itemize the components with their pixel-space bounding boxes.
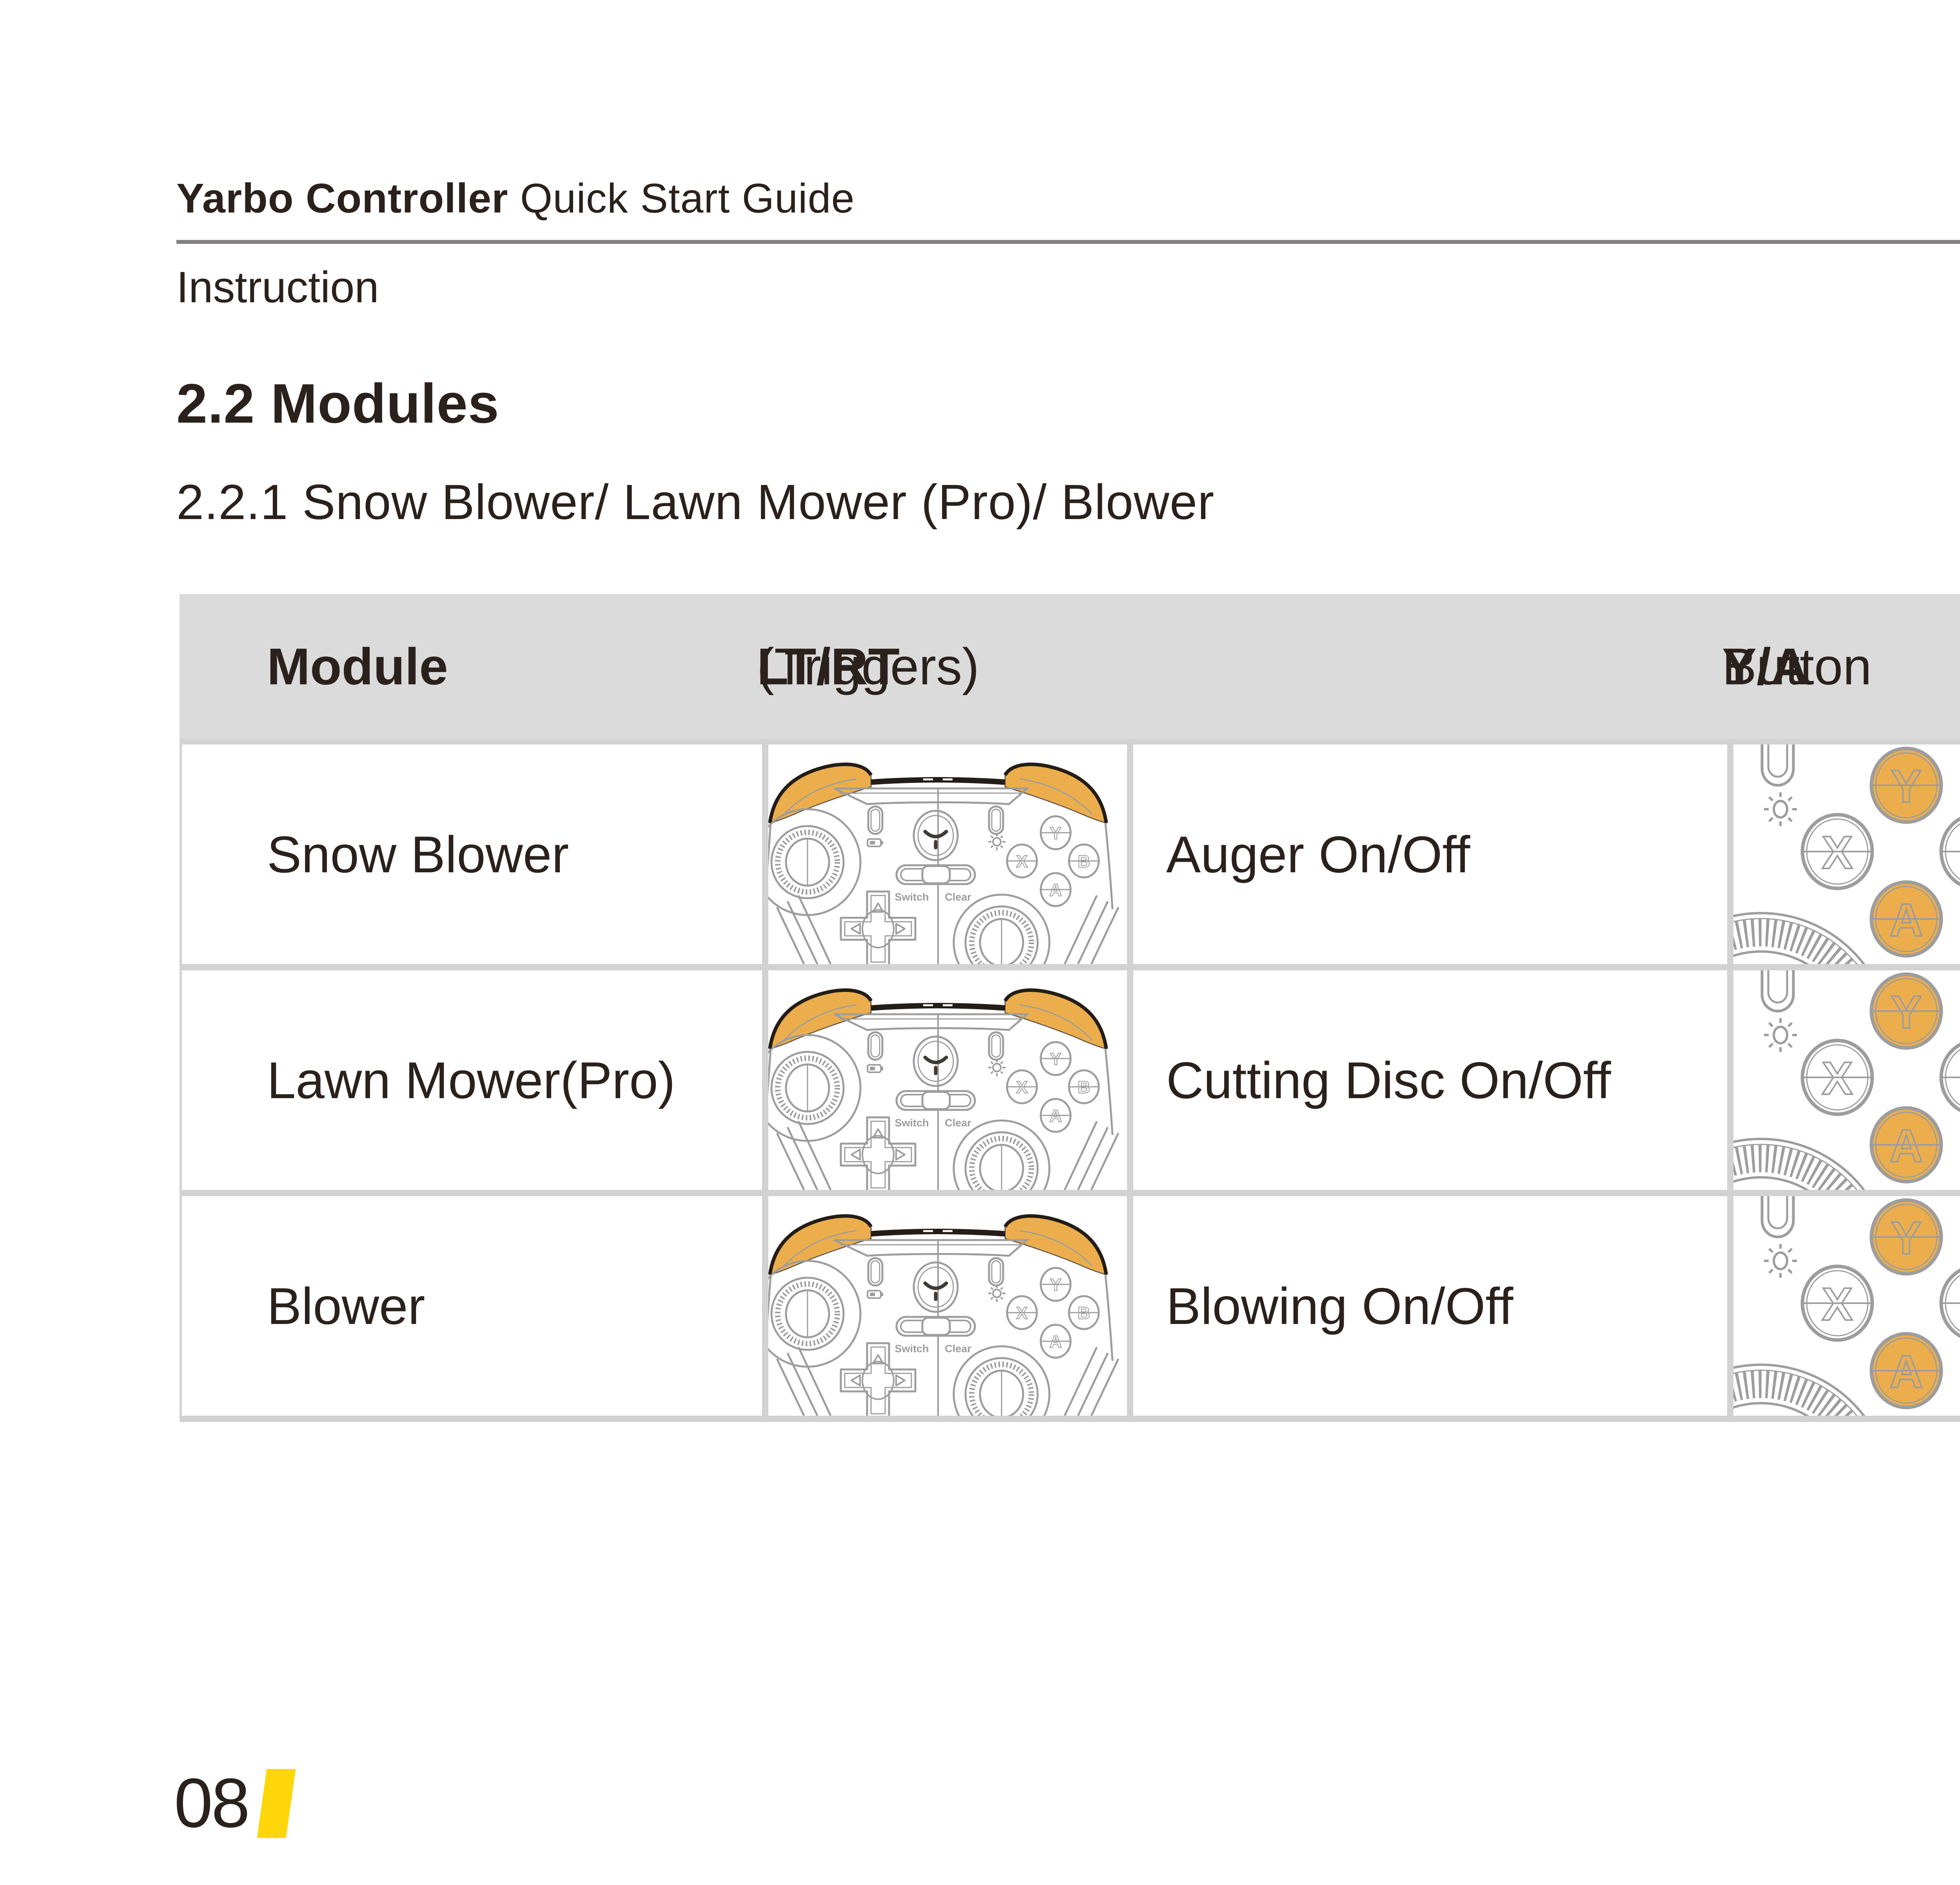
page-number: 08 (174, 1764, 250, 1842)
controller-ya-image (1733, 970, 1960, 1190)
trigger-action-cell: Auger On/Off (1133, 745, 1727, 964)
module-mapping-table: Module LT/RT (Triggers) Y/A Button Snow … (180, 594, 1960, 1422)
trigger-action: Cutting Disc On/Off (1166, 1051, 1611, 1109)
module-name: Lawn Mower(Pro) (267, 1051, 675, 1109)
controller-triggers-image (768, 1196, 1127, 1416)
controller-ya-image (1733, 1196, 1960, 1416)
page-footer: 08 (174, 1764, 296, 1842)
module-name: Blower (267, 1277, 425, 1335)
table-row-lawn-mower-module: Lawn Mower(Pro) (182, 970, 762, 1190)
trigger-action: Blowing On/Off (1166, 1277, 1514, 1335)
ya-illustration-cell (1733, 970, 1960, 1190)
column-header-module: Module (267, 637, 448, 696)
document-title-suffix: Quick Start Guide (508, 175, 855, 222)
header-divider (176, 240, 1960, 244)
document-title-product: Yarbo Controller (176, 175, 508, 222)
trigger-action-cell: Cutting Disc On/Off (1133, 970, 1727, 1190)
table-row-snow-blower-module: Snow Blower (182, 745, 762, 964)
ya-illustration-cell (1733, 1196, 1960, 1416)
trigger-action-cell: Blowing On/Off (1133, 1196, 1727, 1416)
table-row-blower-module: Blower (182, 1196, 762, 1416)
module-name: Snow Blower (267, 825, 569, 883)
table-body: Snow Blower Auger On/Off Snow Blower Pit… (180, 739, 1960, 1422)
trigger-illustration-cell (768, 970, 1127, 1190)
section-label: Instruction (176, 263, 379, 312)
document-title: Yarbo Controller Quick Start Guide (176, 175, 855, 222)
controller-ya-image (1733, 745, 1960, 964)
trigger-illustration-cell (768, 1196, 1127, 1416)
heading-modules: 2.2 Modules (176, 372, 499, 435)
trigger-illustration-cell (768, 745, 1127, 964)
page-number-slash-icon (257, 1769, 296, 1838)
table-header-row: Module LT/RT (Triggers) Y/A Button (180, 594, 1960, 739)
ya-illustration-cell (1733, 745, 1960, 964)
controller-triggers-image (768, 745, 1127, 964)
trigger-action: Auger On/Off (1166, 825, 1470, 883)
subheading-module-list: 2.2.1 Snow Blower/ Lawn Mower (Pro)/ Blo… (176, 474, 1215, 530)
controller-triggers-image (768, 970, 1127, 1190)
